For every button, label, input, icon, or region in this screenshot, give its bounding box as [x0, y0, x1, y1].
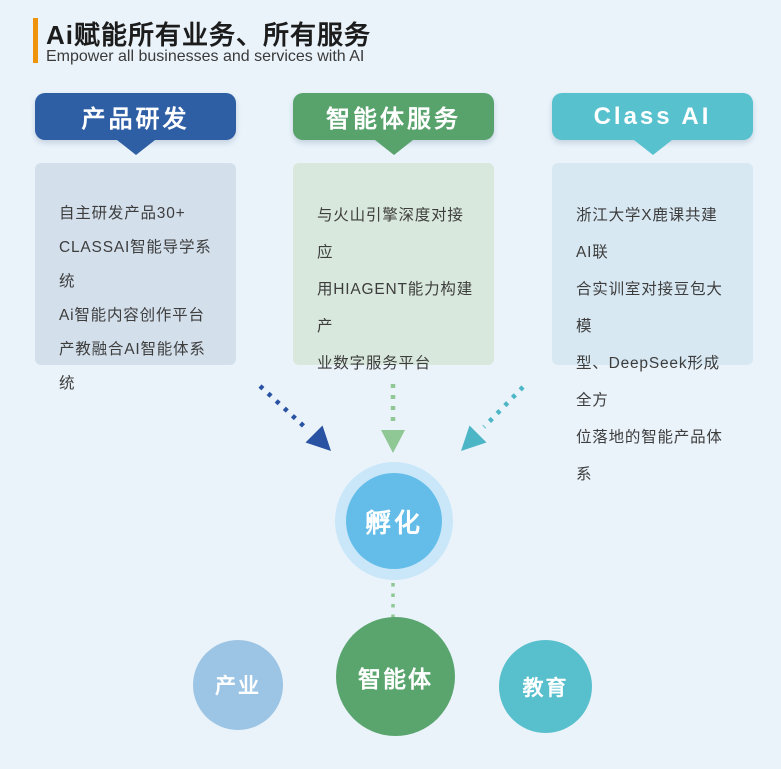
card-agent-services-text: 与火山引擎深度对接应 用HIAGENT能力构建产 业数字服务平台: [317, 207, 473, 372]
arrow-product-to-hub-icon: [258, 384, 331, 451]
card-class-ai: 浙江大学X鹿课共建AI联 合实训室对接豆包大模 型、DeepSeek形成全方 位…: [552, 163, 753, 483]
arrow-classai-to-hub-icon: [461, 385, 525, 451]
badge-agent-services: 智能体服务: [293, 93, 494, 140]
column-product-rd: 产品研发 自主研发产品30+ CLASSAI智能导学系统 Ai智能内容创作平台 …: [35, 93, 236, 392]
output-circle-education: 教育: [499, 640, 592, 733]
badge-pointer-icon: [633, 140, 672, 155]
card-agent-services: 与火山引擎深度对接应 用HIAGENT能力构建产 业数字服务平台: [293, 163, 494, 372]
card-class-ai-text: 浙江大学X鹿课共建AI联 合实训室对接豆包大模 型、DeepSeek形成全方 位…: [576, 207, 723, 483]
hub-circle-ring: 孵化: [335, 462, 453, 580]
converging-arrows: [258, 384, 525, 453]
column-class-ai: Class AI 浙江大学X鹿课共建AI联 合实训室对接豆包大模 型、DeepS…: [552, 93, 753, 483]
hub-to-agent-connector-icon: [391, 583, 395, 621]
badge-pointer-icon: [116, 140, 155, 155]
card-product-rd: 自主研发产品30+ CLASSAI智能导学系统 Ai智能内容创作平台 产教融合A…: [35, 163, 236, 392]
column-agent-services: 智能体服务 与火山引擎深度对接应 用HIAGENT能力构建产 业数字服务平台: [293, 93, 494, 372]
hub-circle: 孵化: [346, 473, 442, 569]
page-subtitle: Empower all businesses and services with…: [46, 48, 365, 65]
output-circle-agent: 智能体: [336, 617, 455, 736]
badge-pointer-icon: [374, 140, 413, 155]
badge-class-ai: Class AI: [552, 93, 753, 140]
title-accent-bar: [33, 18, 38, 63]
page-title: Ai赋能所有业务、所有服务: [46, 20, 372, 50]
arrow-agent-to-hub-icon: [381, 384, 405, 453]
output-circle-industry: 产业: [193, 640, 283, 730]
card-product-rd-text: 自主研发产品30+ CLASSAI智能导学系统 Ai智能内容创作平台 产教融合A…: [59, 205, 212, 392]
badge-product-rd: 产品研发: [35, 93, 236, 140]
